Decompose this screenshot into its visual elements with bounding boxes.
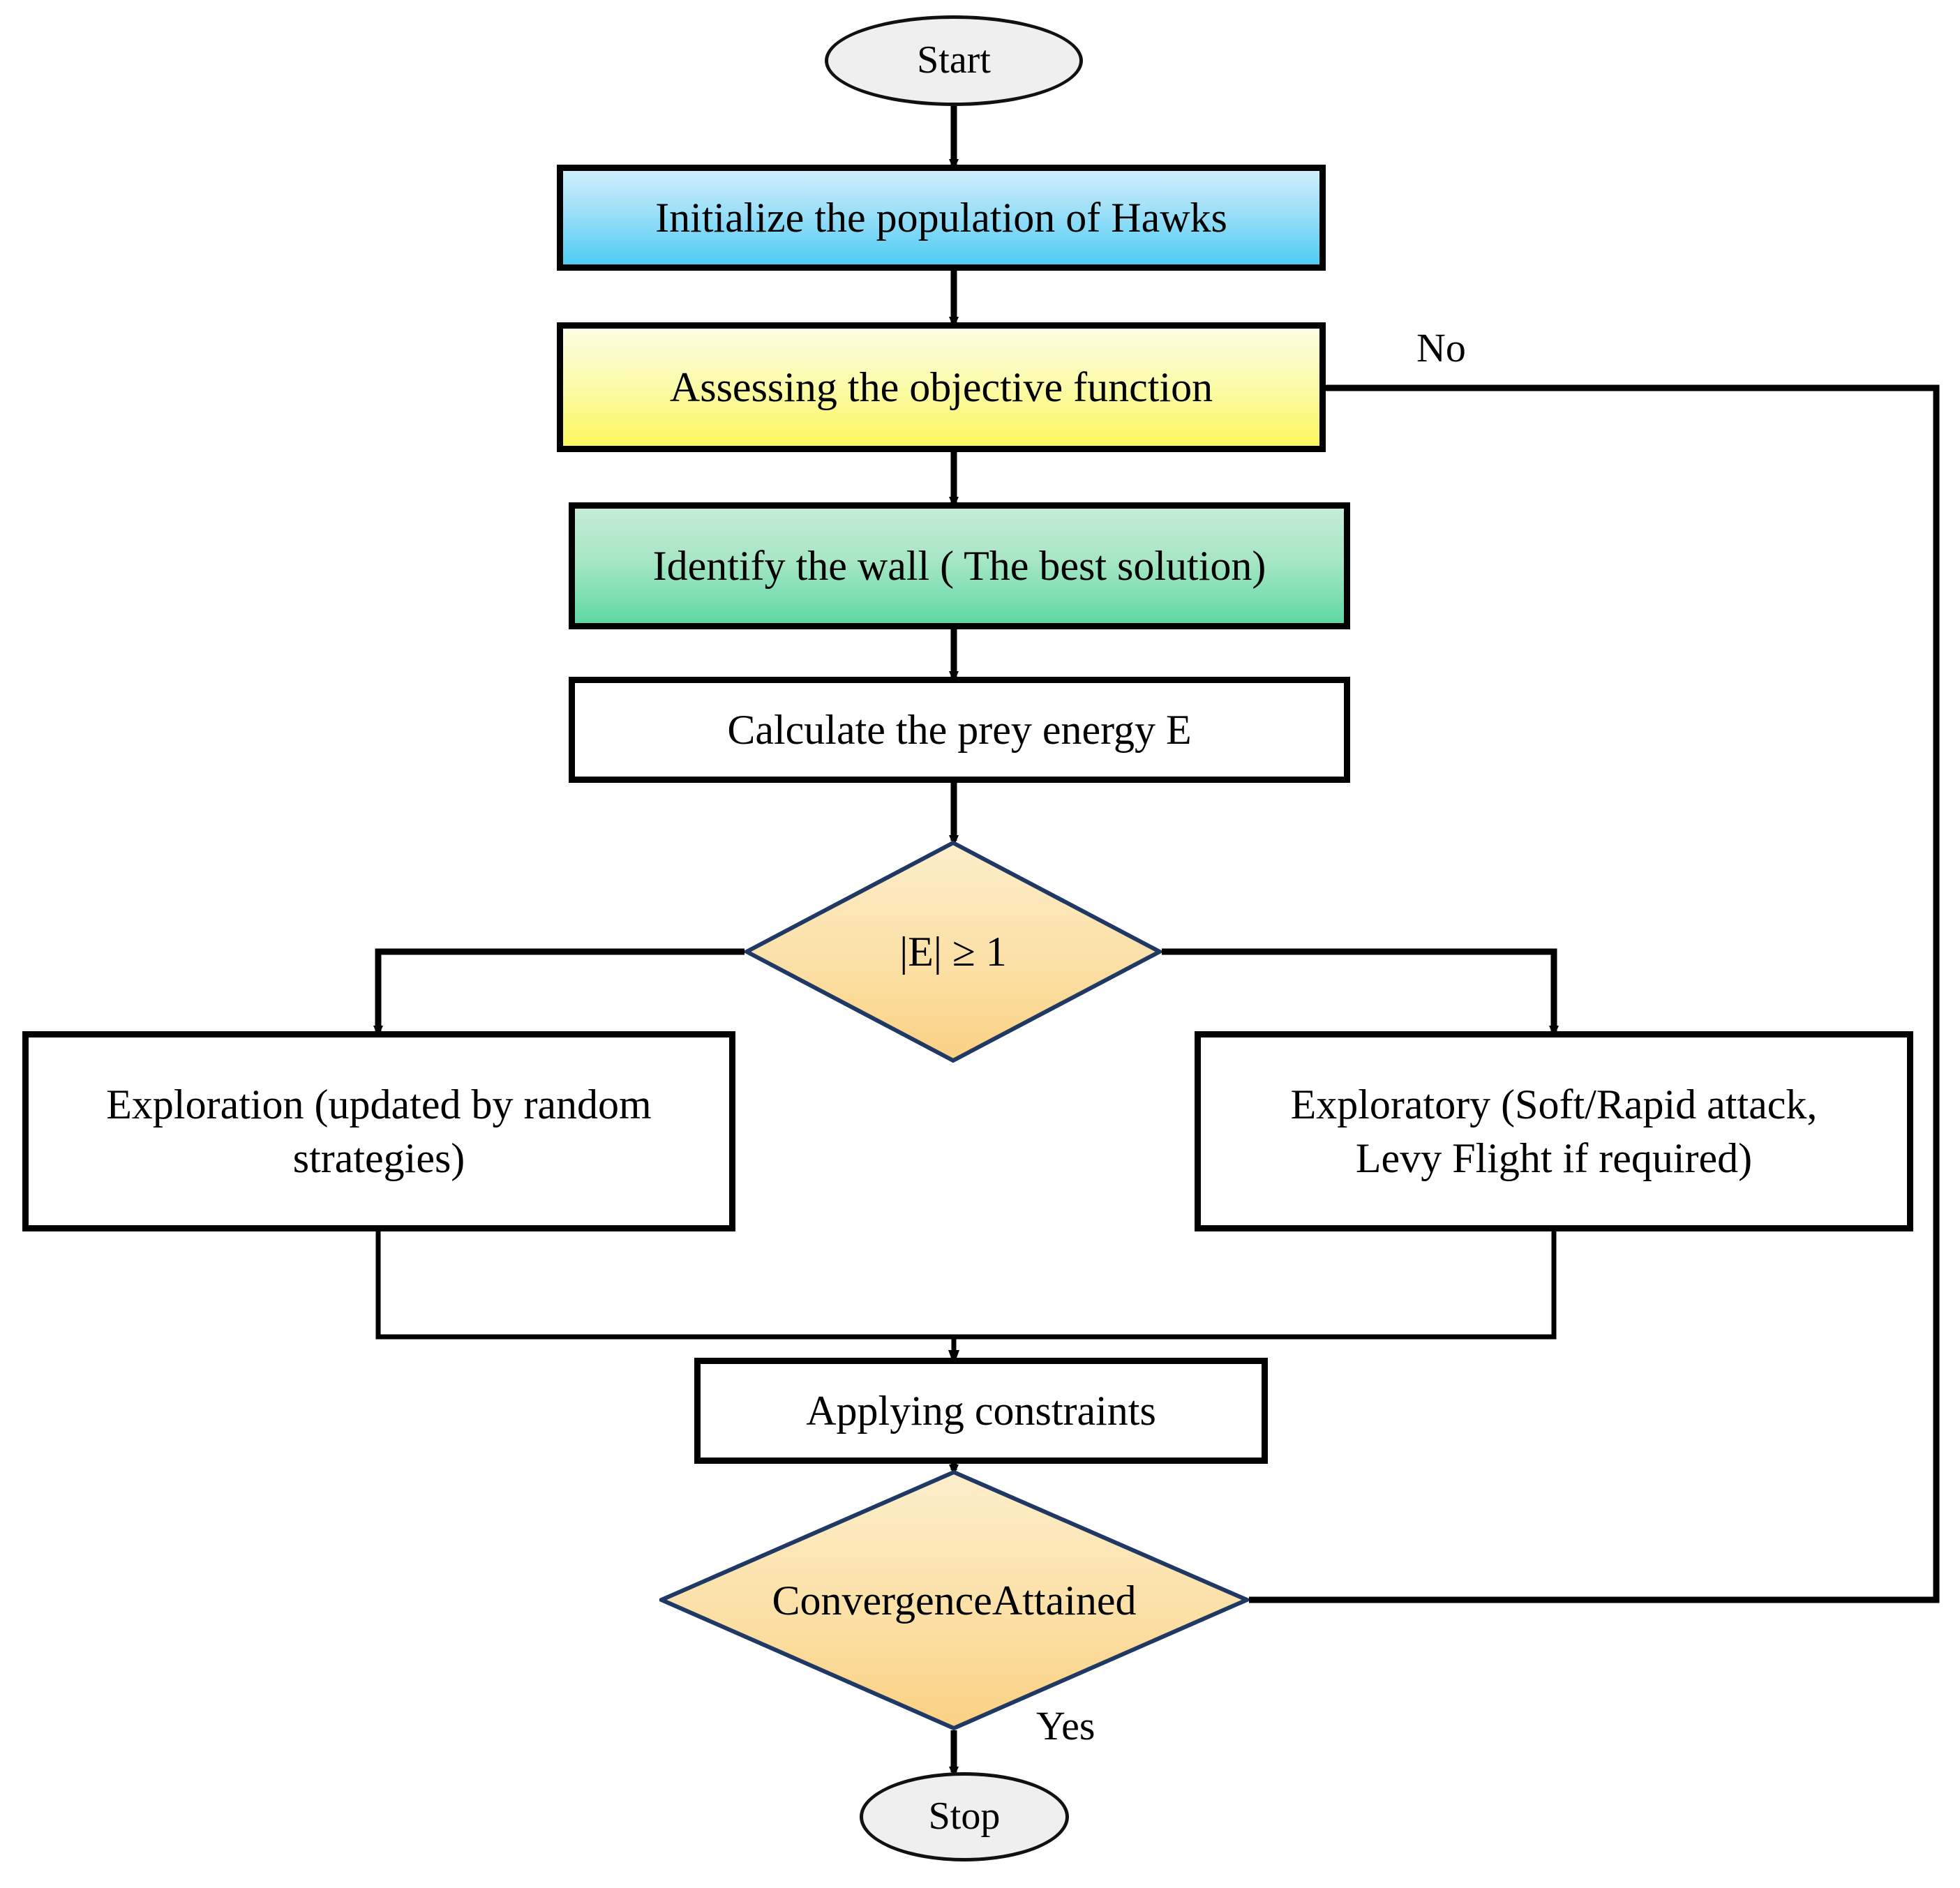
node-stop-label: Stop	[928, 1795, 1001, 1838]
node-assess-objective-label: Assessing the objective function	[669, 364, 1213, 410]
edge-decision-to-exploration	[373, 948, 745, 1037]
node-decision-energy-threshold[interactable]: |E| ≥ 1	[745, 841, 1162, 1063]
decision-energy-shape	[745, 841, 1162, 1063]
edge-convergence-to-assess-no	[1249, 383, 1940, 1603]
node-start[interactable]: Start	[825, 15, 1083, 106]
edge-label-yes: Yes	[1036, 1703, 1095, 1748]
node-initialize-population[interactable]: Initialize the population of Hawks	[557, 165, 1326, 271]
node-exploration-line2: strategies)	[292, 1134, 465, 1181]
node-exploratory-line2: Levy Flight if required)	[1355, 1134, 1753, 1181]
edge-decision-to-exploratory	[1162, 948, 1559, 1037]
node-exploratory[interactable]: Exploratory (Soft/Rapid attack, Levy Fli…	[1195, 1031, 1913, 1231]
node-decision-convergence[interactable]: Convergence Attained	[659, 1470, 1249, 1730]
node-calculate-prey-energy-label: Calculate the prey energy E	[727, 706, 1192, 753]
node-identify-wall[interactable]: Identify the wall ( The best solution)	[569, 502, 1350, 629]
node-decision-convergence-line1: Convergence	[772, 1577, 992, 1624]
decision-convergence-shape	[659, 1470, 1249, 1730]
node-decision-convergence-line2: Attained	[992, 1577, 1137, 1624]
node-decision-energy-label: |E| ≥ 1	[899, 929, 1007, 975]
node-exploratory-label: Exploratory (Soft/Rapid attack, Levy Fli…	[1291, 1078, 1818, 1185]
node-exploration[interactable]: Exploration (updated by random strategie…	[22, 1031, 735, 1231]
node-start-label: Start	[917, 38, 991, 82]
node-applying-constraints-label: Applying constraints	[806, 1387, 1156, 1434]
edge-exploration-to-merge	[375, 1231, 954, 1340]
node-exploration-line1: Exploration (updated by random	[106, 1081, 652, 1127]
node-decision-convergence-label: Convergence Attained	[659, 1470, 1249, 1730]
node-initialize-population-label: Initialize the population of Hawks	[655, 194, 1227, 241]
edge-exploratory-to-merge	[954, 1231, 1557, 1340]
edge-label-no: No	[1416, 325, 1466, 370]
node-exploratory-line1: Exploratory (Soft/Rapid attack,	[1290, 1081, 1818, 1127]
node-identify-wall-label: Identify the wall ( The best solution)	[652, 542, 1266, 589]
node-exploration-label: Exploration (updated by random strategie…	[106, 1078, 651, 1185]
node-assess-objective[interactable]: Assessing the objective function	[557, 322, 1326, 452]
node-stop[interactable]: Stop	[860, 1772, 1069, 1861]
node-calculate-prey-energy[interactable]: Calculate the prey energy E	[569, 677, 1350, 783]
node-applying-constraints[interactable]: Applying constraints	[694, 1358, 1268, 1464]
